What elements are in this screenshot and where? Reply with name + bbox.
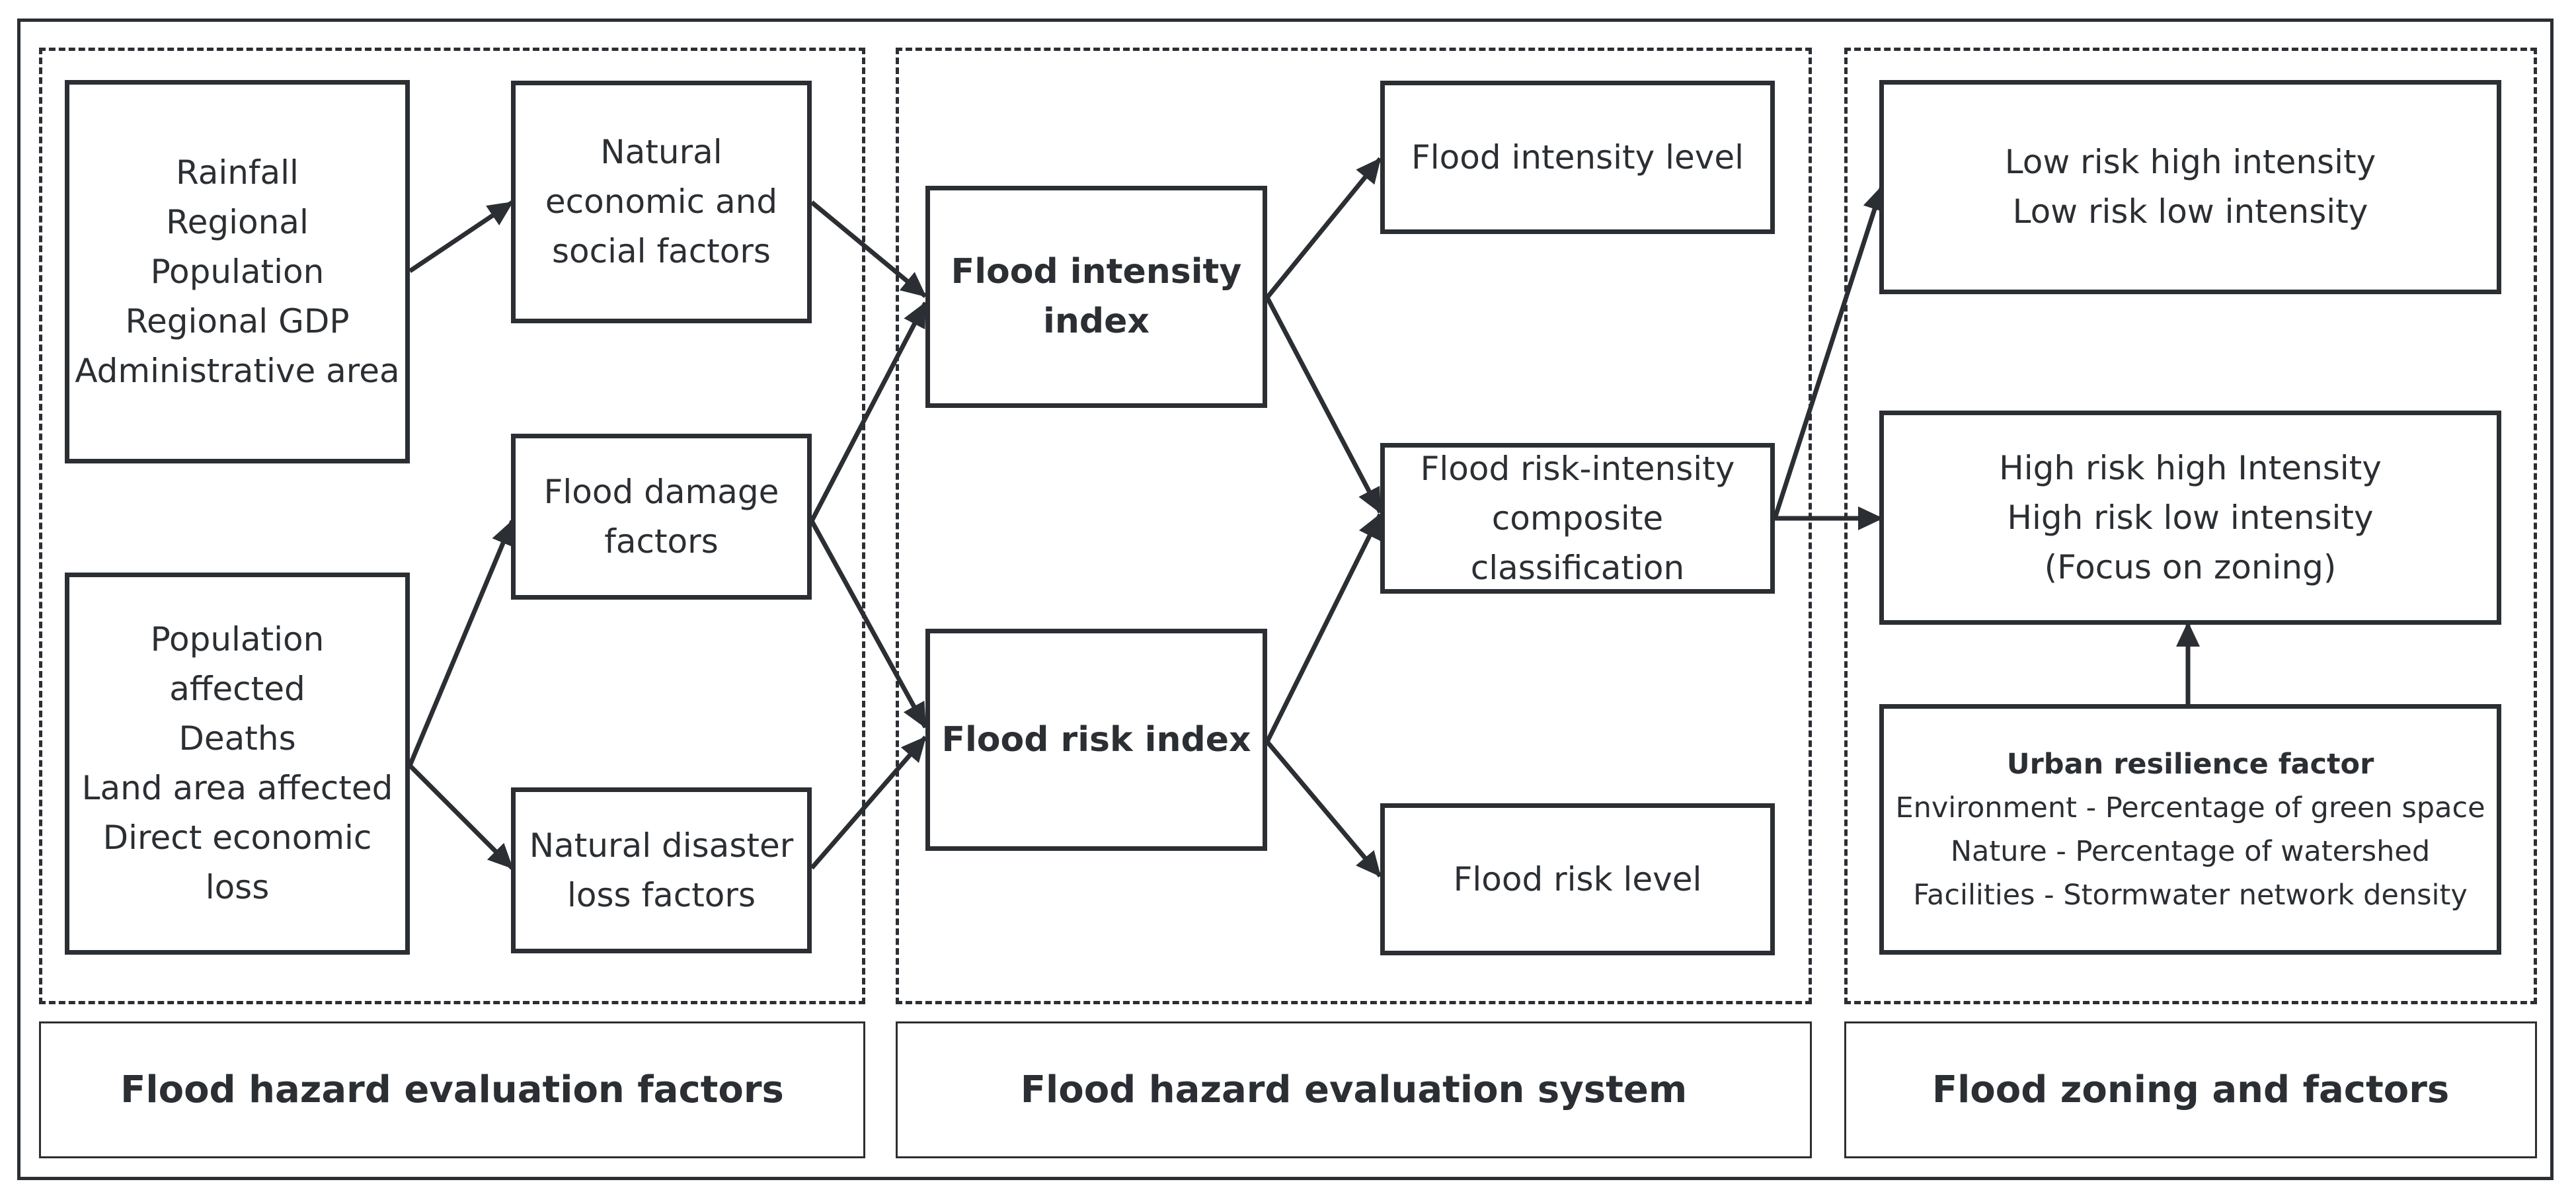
factors-panel (39, 48, 865, 1004)
arrow-intensity-to-composite (1265, 296, 1383, 514)
low-risk-zone-box: Low risk high intensity Low risk low int… (1879, 80, 2501, 294)
intensity-level-line-1: Flood intensity level (1411, 138, 1744, 177)
damage-factors-line-2: factors (604, 522, 719, 561)
indicator-regional-gdp: Regional GDP (125, 301, 350, 340)
flood-intensity-level-text: Flood intensity level (1411, 133, 1744, 182)
natural-factors-text: Natural economic and social factors (545, 128, 777, 276)
urban-resilience-text: Urban resilience factor Environment - Pe… (1895, 742, 2485, 917)
arrow-risk-to-level (1265, 740, 1382, 878)
indicator-loss: loss (205, 868, 270, 906)
arrow-risk-to-composite (1265, 513, 1383, 743)
urban-resilience-box: Urban resilience factor Environment - Pe… (1879, 704, 2501, 955)
risk-index-line-1: Flood risk index (941, 719, 1251, 760)
loss-factors-text: Natural disaster loss factors (529, 821, 794, 920)
arrow-composite-to-low-risk (1772, 185, 1887, 520)
resilience-heading: Urban resilience factor (2006, 747, 2374, 781)
high-risk-line-3: (Focus on zoning) (2044, 547, 2337, 586)
natural-factors-line-1: Natural (600, 133, 722, 171)
high-risk-line-2: High risk low intensity (2007, 498, 2374, 537)
arrow-damage-to-risk (809, 520, 928, 729)
resilience-item-facilities: Facilities - Stormwater network density (1913, 878, 2468, 912)
indicator-direct-economic: Direct economic (102, 818, 372, 857)
risk-level-line-1: Flood risk level (1453, 859, 1702, 898)
indicator-land-area-affected: Land area affected (81, 769, 393, 807)
natural-factors-line-3: social factors (552, 232, 771, 270)
arrow-intensity-to-level (1265, 157, 1382, 299)
high-risk-zone-box: High risk high Intensity High risk low i… (1879, 411, 2501, 625)
loss-factors-box: Natural disaster loss factors (511, 787, 812, 953)
factors-section-label: Flood hazard evaluation factors (39, 1021, 865, 1158)
damage-factors-box: Flood damage factors (511, 434, 812, 600)
composite-classification-text: Flood risk-intensity composite classific… (1421, 444, 1735, 593)
loss-factors-line-2: loss factors (566, 875, 756, 914)
resilience-item-environment: Environment - Percentage of green space (1895, 791, 2485, 824)
arrow-indicators-to-natural (409, 200, 514, 273)
loss-factors-line-1: Natural disaster (529, 826, 794, 865)
resilience-item-nature: Nature - Percentage of watershed (1950, 834, 2431, 868)
arrow-natural-to-intensity (810, 200, 927, 298)
flood-risk-index-text: Flood risk index (941, 715, 1251, 765)
indicator-population: Population (150, 252, 325, 291)
arrow-damage-to-intensity (809, 301, 928, 522)
zoning-section-label: Flood zoning and factors (1844, 1021, 2537, 1158)
arrow-indicators2-to-loss (408, 764, 514, 870)
composite-classification-box: Flood risk-intensity composite classific… (1380, 443, 1775, 594)
intensity-index-line-2: index (1043, 301, 1150, 341)
system-panel (896, 48, 1812, 1004)
flood-risk-index-box: Flood risk index (925, 629, 1267, 851)
indicator-regional: Regional (166, 202, 309, 241)
damage-indicators-text: Population affected Deaths Land area aff… (82, 615, 393, 912)
indicator-rainfall: Rainfall (176, 153, 299, 192)
hazard-indicators-box: Rainfall Regional Population Regional GD… (65, 80, 410, 463)
outer-frame (17, 19, 2554, 1180)
indicator-affected: affected (169, 670, 305, 708)
natural-factors-line-2: economic and (545, 182, 778, 221)
indicator-deaths: Deaths (178, 719, 296, 758)
indicator-population-2: Population (150, 620, 325, 658)
damage-indicators-box: Population affected Deaths Land area aff… (65, 573, 410, 955)
damage-factors-text: Flood damage factors (544, 467, 779, 567)
composite-line-3: classification (1470, 548, 1685, 587)
composite-line-2: composite (1491, 498, 1664, 537)
flood-intensity-index-text: Flood intensity index (951, 247, 1242, 346)
composite-line-1: Flood risk-intensity (1420, 449, 1735, 488)
indicator-administrative-area: Administrative area (75, 351, 400, 390)
hazard-indicators-text: Rainfall Regional Population Regional GD… (75, 148, 399, 396)
flood-intensity-index-box: Flood intensity index (925, 186, 1267, 408)
low-risk-zone-text: Low risk high intensity Low risk low int… (2005, 138, 2376, 237)
zoning-panel (1844, 48, 2537, 1004)
system-section-label: Flood hazard evaluation system (896, 1021, 1812, 1158)
low-risk-line-2: Low risk low intensity (2012, 192, 2368, 231)
damage-factors-line-1: Flood damage (543, 472, 779, 511)
natural-factors-box: Natural economic and social factors (511, 81, 812, 323)
low-risk-line-1: Low risk high intensity (2004, 143, 2376, 181)
flood-risk-level-text: Flood risk level (1454, 855, 1702, 904)
arrow-loss-to-risk (810, 735, 927, 870)
intensity-index-line-1: Flood intensity (951, 252, 1242, 292)
high-risk-line-1: High risk high Intensity (1999, 448, 2382, 487)
flood-intensity-level-box: Flood intensity level (1380, 81, 1775, 234)
flood-risk-level-box: Flood risk level (1380, 803, 1775, 955)
high-risk-zone-text: High risk high Intensity High risk low i… (1999, 444, 2382, 592)
arrow-indicators2-to-damage (407, 520, 515, 767)
